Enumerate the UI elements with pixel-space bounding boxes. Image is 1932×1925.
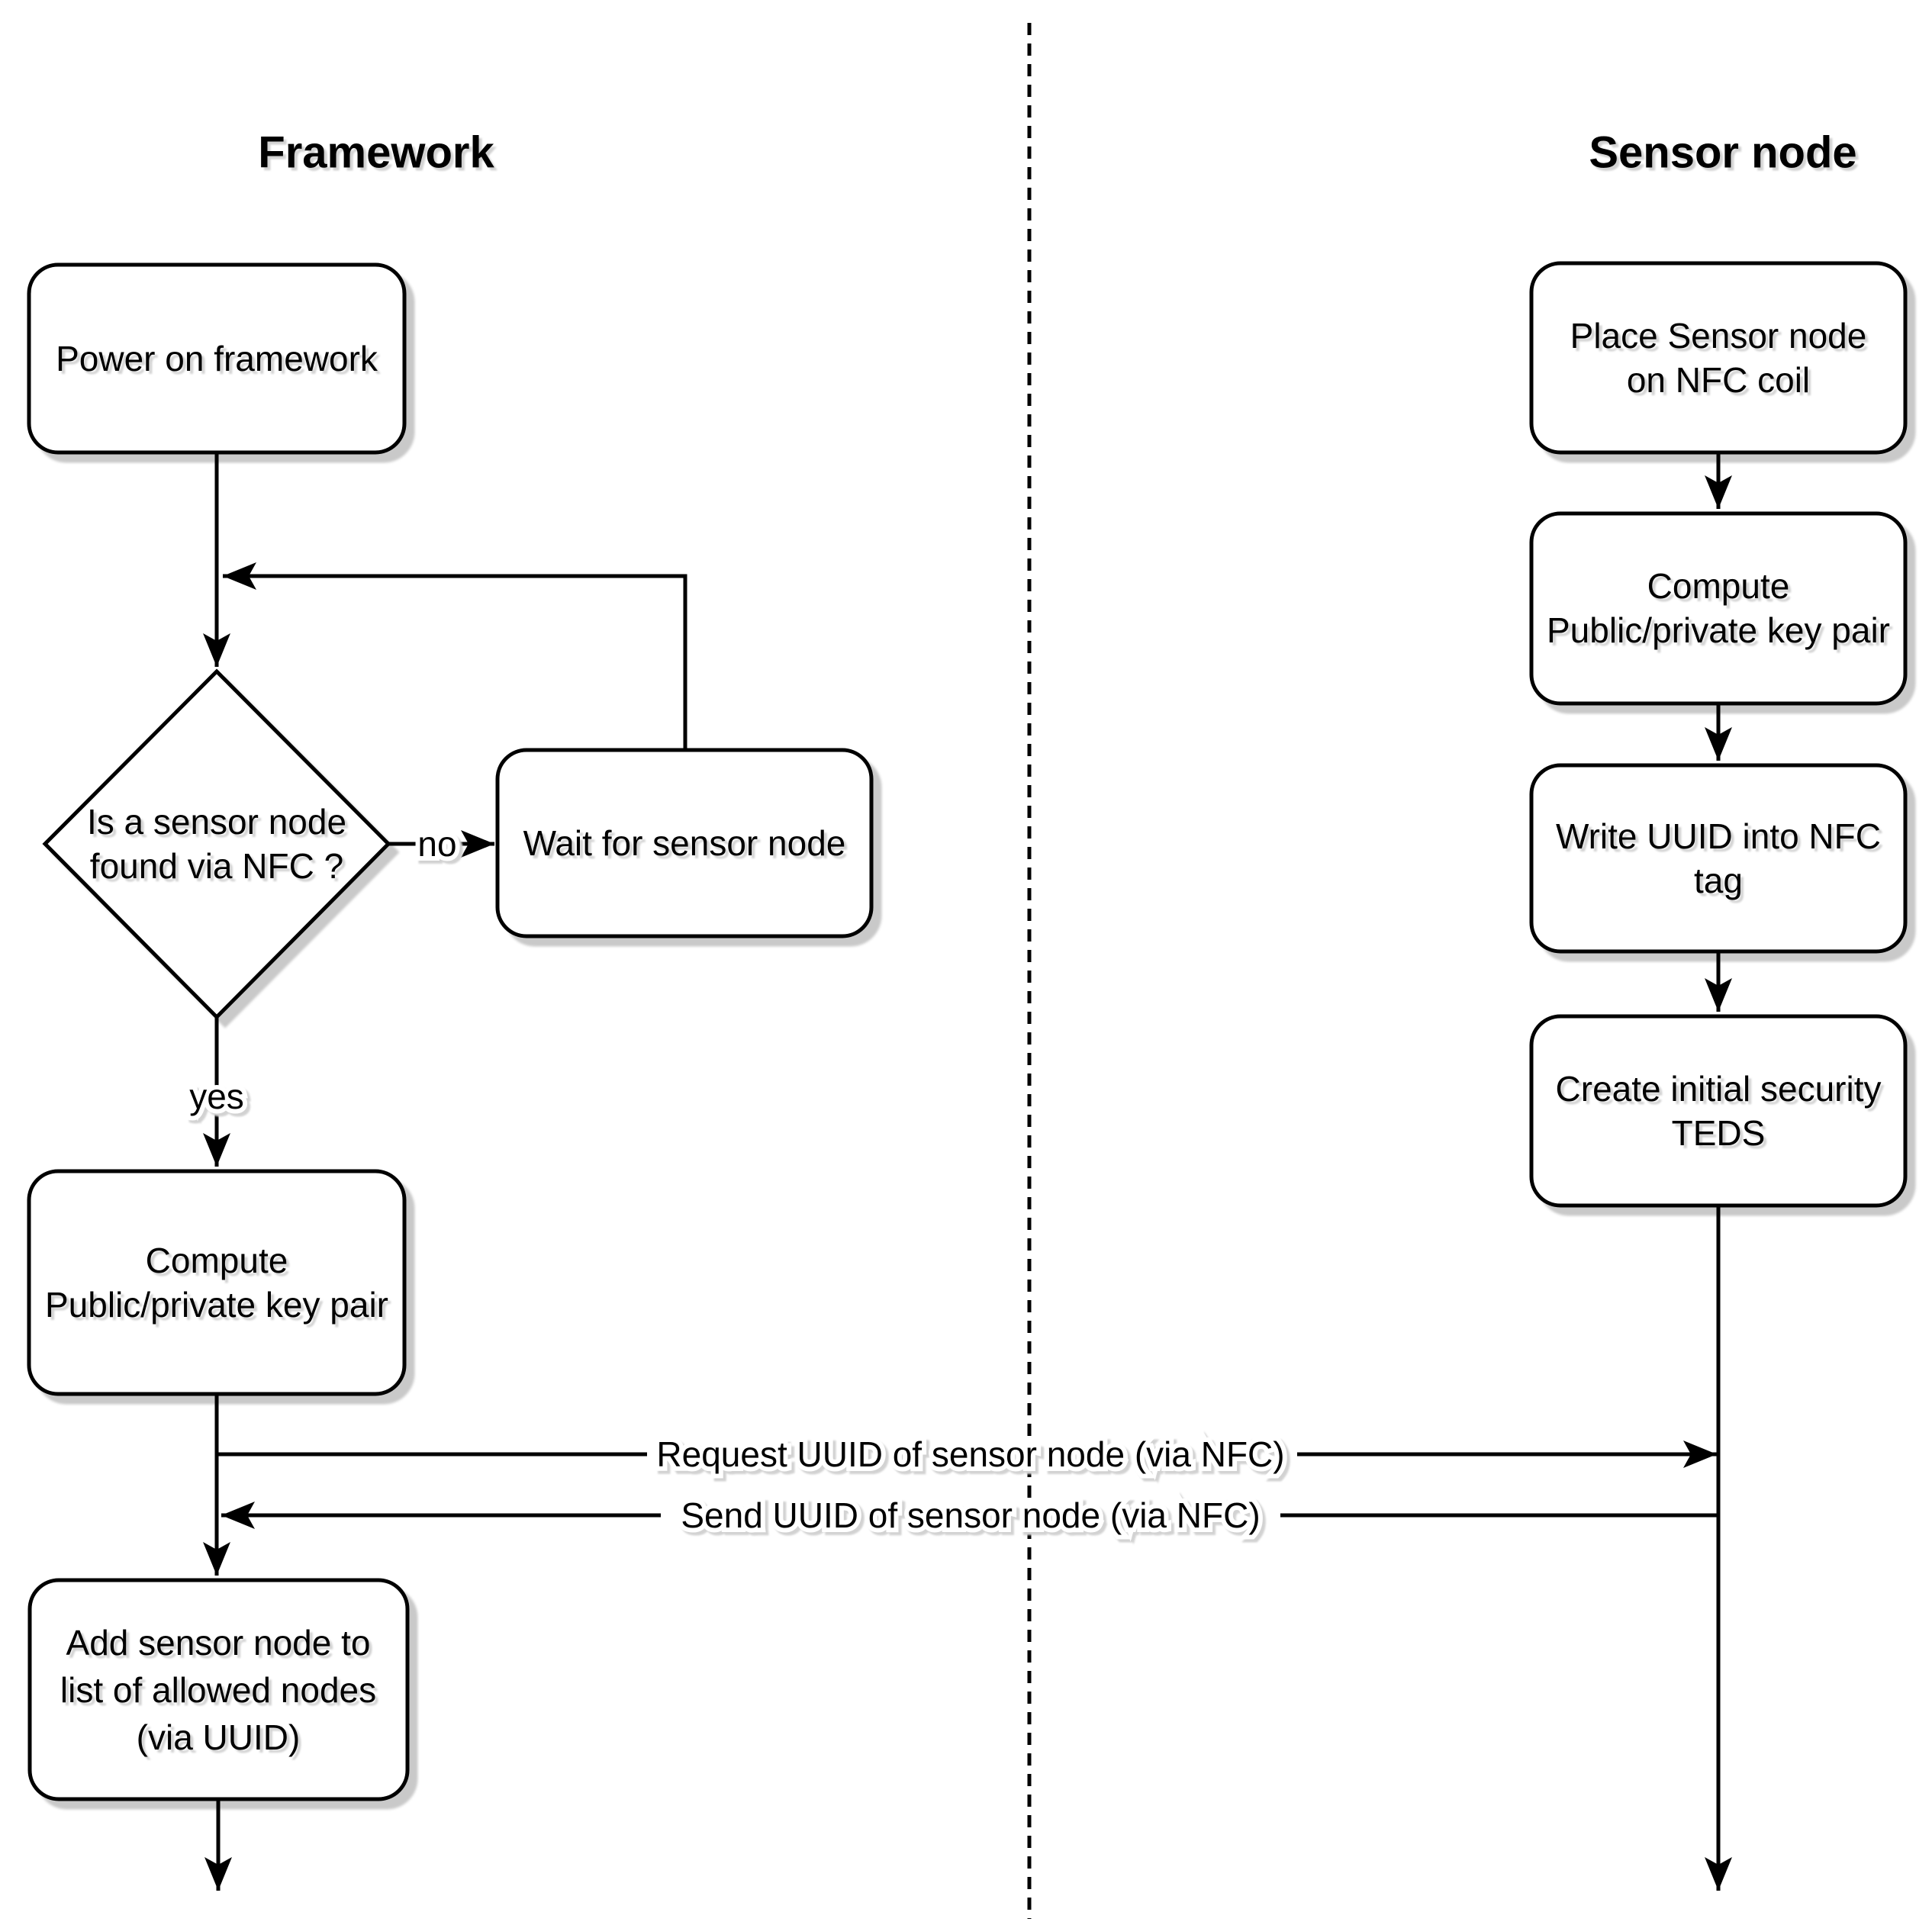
node-create-teds-line2: TEDS — [1672, 1113, 1766, 1153]
node-create-teds — [1529, 1014, 1908, 1208]
node-wait-for-sensor-label: Wait for sensor node — [523, 823, 846, 863]
node-compute-keys-framework — [27, 1169, 407, 1396]
node-place-sensor — [1529, 261, 1908, 455]
node-compute-keys-sensor-line2: Public/private key pair — [1547, 610, 1890, 650]
node-wait-for-sensor — [495, 748, 874, 938]
node-decision-line2: found via NFC ? — [90, 846, 343, 886]
node-compute-keys-framework-line1: Compute — [146, 1241, 288, 1280]
lane-title-sensor-node: Sensor node — [1589, 128, 1856, 178]
message-request-label: Request UUID of sensor node (via NFC) — [656, 1434, 1284, 1474]
edge-yes-label: yes — [189, 1077, 244, 1116]
node-write-uuid-line2: tag — [1694, 861, 1743, 900]
node-compute-keys-sensor-line1: Compute — [1647, 566, 1790, 606]
node-add-allowed-line1: Add sensor node to — [66, 1623, 371, 1663]
node-create-teds-line1: Create initial security — [1556, 1069, 1882, 1109]
edge-no-label: no — [417, 824, 456, 864]
node-write-uuid — [1529, 763, 1908, 954]
edge-wait-loopback — [223, 562, 687, 750]
lane-title-framework: Framework — [258, 128, 494, 178]
node-place-sensor-line1: Place Sensor node — [1570, 316, 1867, 356]
node-compute-keys-framework-line2: Public/private key pair — [45, 1285, 388, 1325]
node-compute-keys-sensor — [1529, 511, 1908, 706]
node-place-sensor-line2: on NFC coil — [1627, 360, 1810, 400]
node-decision-line1: Is a sensor node — [87, 802, 346, 842]
node-write-uuid-line1: Write UUID into NFC — [1556, 816, 1881, 856]
message-send-label: Send UUID of sensor node (via NFC) — [681, 1495, 1260, 1535]
node-add-allowed-line2: list of allowed nodes — [60, 1670, 376, 1710]
node-power-on-framework-label: Power on framework — [56, 339, 378, 378]
node-add-allowed-line3: (via UUID) — [137, 1717, 301, 1757]
